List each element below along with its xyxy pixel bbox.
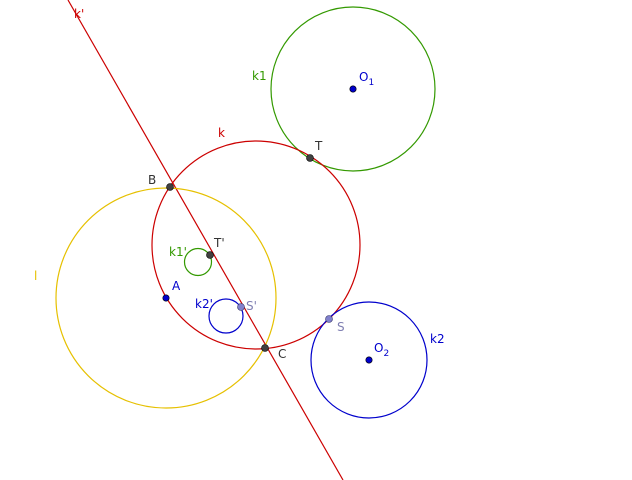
circle-k xyxy=(151,140,361,350)
label-k1: k1 xyxy=(252,69,267,83)
circle-k2 xyxy=(310,301,428,419)
label-O2: O2 xyxy=(374,341,389,359)
point-C[interactable] xyxy=(261,344,269,352)
point-B[interactable] xyxy=(166,183,174,191)
point-T-prime[interactable] xyxy=(206,251,214,259)
circle-k1-prime xyxy=(183,247,213,277)
circle-k2-prime xyxy=(208,298,244,334)
label-k-prime: k' xyxy=(74,7,84,21)
label-S-prime: S' xyxy=(246,299,257,313)
circle-k1 xyxy=(270,6,436,172)
label-T-prime: T' xyxy=(213,236,225,250)
label-k2: k2 xyxy=(430,332,445,346)
label-S: S xyxy=(337,320,345,334)
point-A[interactable] xyxy=(162,294,170,302)
label-C: C xyxy=(278,347,286,361)
line-k-prime xyxy=(67,0,344,480)
label-l: l xyxy=(34,269,37,283)
circle-l xyxy=(55,187,277,409)
label-O1: O1 xyxy=(359,70,374,88)
point-S-prime[interactable] xyxy=(237,303,245,311)
point-T[interactable] xyxy=(306,154,314,162)
label-A: A xyxy=(172,279,181,293)
label-k2-prime: k2' xyxy=(195,297,213,311)
point-S[interactable] xyxy=(325,315,333,323)
label-B: B xyxy=(148,173,156,187)
point-O2[interactable] xyxy=(365,356,373,364)
label-k1-prime: k1' xyxy=(169,245,187,259)
label-T: T xyxy=(314,139,323,153)
label-k: k xyxy=(218,126,225,140)
point-O1[interactable] xyxy=(349,85,357,93)
